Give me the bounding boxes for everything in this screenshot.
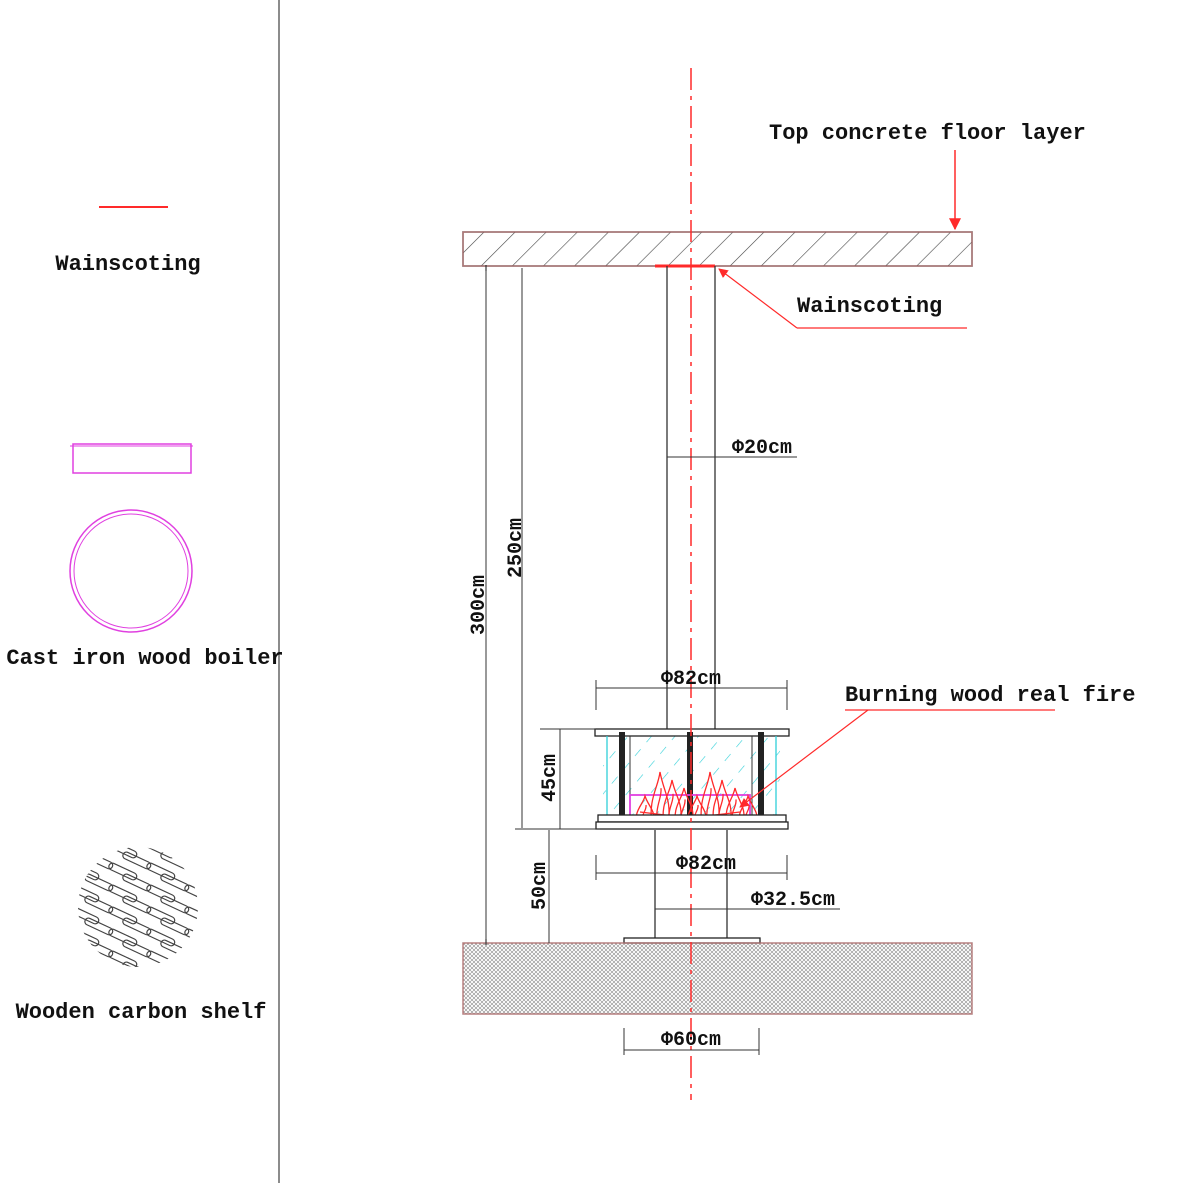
callout-wainscoting: Wainscoting — [797, 294, 942, 319]
firebox — [594, 728, 790, 830]
legend-wainscoting-label: Wainscoting — [55, 252, 200, 277]
dim-height-total: 300cm — [468, 575, 491, 635]
legend-shelf-label: Wooden carbon shelf — [16, 1000, 267, 1025]
legend-wainscoting: Wainscoting — [55, 206, 201, 277]
dim-firebox-height: 45cm — [539, 754, 562, 802]
legend-boiler-label: Cast iron wood boiler — [6, 646, 283, 671]
dim-bottom-diameter: Φ82cm — [676, 853, 736, 876]
boiler-top-icon — [69, 509, 193, 633]
floor-slab — [462, 942, 973, 1015]
dim-top-diameter: Φ82cm — [661, 668, 721, 691]
dim-pedestal-diameter: Φ32.5cm — [751, 889, 835, 912]
dim-base-diameter: Φ60cm — [661, 1029, 721, 1052]
legend-shelf: Wooden carbon shelf — [16, 847, 267, 1025]
callout-ceiling: Top concrete floor layer — [769, 121, 1086, 146]
dimension-lines — [485, 265, 840, 1055]
base-plate — [623, 937, 761, 944]
ceiling-slab — [462, 231, 973, 267]
boiler-side-icon — [72, 443, 192, 474]
callout-fire: Burning wood real fire — [845, 683, 1135, 708]
dim-height-to-top: 250cm — [505, 518, 528, 578]
dim-pedestal-height: 50cm — [529, 862, 552, 910]
dim-flue-diameter: Φ20cm — [732, 437, 792, 460]
legend-boiler: Cast iron wood boiler — [6, 443, 284, 671]
shelf-pattern-icon — [78, 847, 198, 967]
